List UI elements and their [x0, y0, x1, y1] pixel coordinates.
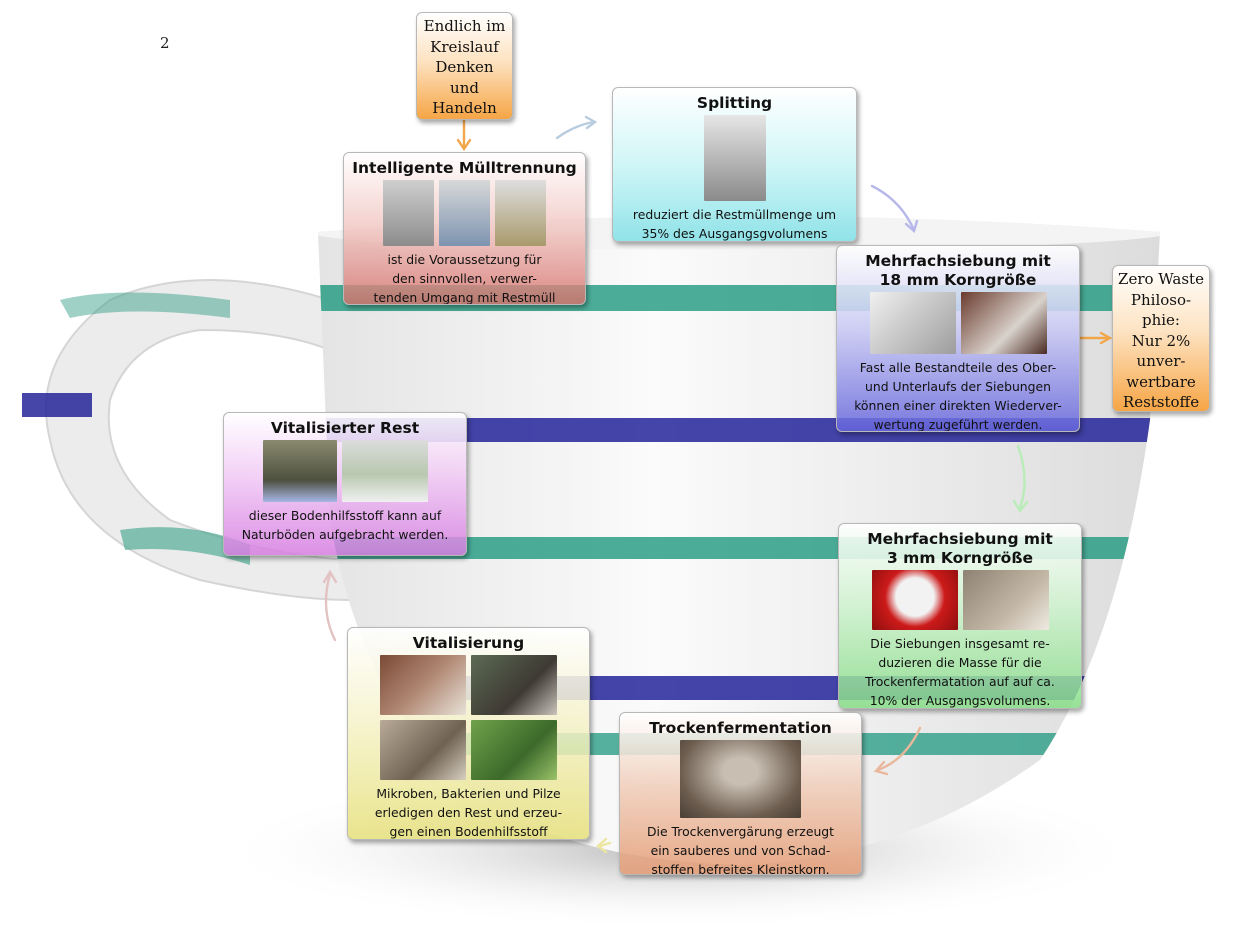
start-note-line: Kreislauf — [430, 37, 499, 56]
step-images — [839, 570, 1081, 630]
step-text-line: Trockenfermatation auf auf ca. — [865, 674, 1055, 689]
step-images — [344, 180, 585, 246]
start-note-line: Endlich im — [423, 17, 506, 35]
red-bowl-photo — [871, 570, 958, 630]
end-note-line: Nur 2% — [1131, 331, 1191, 350]
step-title-line: 3 mm Korngröße — [887, 549, 1033, 567]
waste-bin-photo — [383, 180, 434, 246]
step-text-line: Mikroben, Bakterien und Pilze — [376, 786, 561, 801]
step-title: Mehrfachsiebung mit 18 mm Korngröße — [841, 252, 1075, 290]
fine-grain-photo — [962, 570, 1049, 630]
step-title: Intelligente Mülltrennung — [352, 159, 577, 177]
roots-photo — [380, 655, 466, 715]
step-text-line: Die Siebungen insgesamt re- — [870, 636, 1050, 651]
step-images — [613, 115, 856, 201]
fermentation-soil-photo — [680, 740, 801, 818]
end-note-line: Philoso- — [1130, 290, 1192, 309]
end-note-line: Zero Waste — [1118, 270, 1204, 288]
soil-photo — [471, 655, 557, 715]
end-note-line: wertbare — [1126, 372, 1196, 391]
end-note: Zero Waste Philoso- phie: Nur 2% unver- … — [1112, 265, 1210, 412]
step-text-line: Fast alle Bestandteile des Ober- — [859, 360, 1057, 375]
step-text-line: ein sauberes und von Schad- — [650, 843, 831, 858]
step-text-line: Naturböden aufgebracht werden. — [241, 527, 449, 542]
step-splitting: Splitting reduziert die Restmüllmenge um… — [612, 87, 857, 242]
start-note-line: Handeln — [432, 99, 497, 117]
step-title-line: 18 mm Korngröße — [879, 271, 1037, 289]
step-vitalisierung: Vitalisierung Mikroben, Bakterien und Pi… — [347, 627, 590, 840]
step-text-line: dieser Bodenhilfsstoff kann auf — [248, 508, 442, 523]
step-title: Vitalisierung — [412, 634, 525, 652]
step-text-line: duzieren die Masse für die — [878, 655, 1042, 670]
step-title-line: Mehrfachsiebung mit — [867, 530, 1053, 548]
sieve-drum-photo — [869, 292, 956, 354]
step-title: Trockenfermentation — [649, 719, 832, 737]
step-images — [837, 292, 1079, 354]
step-title-line: Mehrfachsiebung mit — [865, 252, 1051, 270]
waste-bin-photo — [439, 180, 490, 246]
step-text-line: stoffen befreites Kleinstkorn. — [651, 862, 830, 875]
step-trockenfermentation: Trockenfermentation Die Trockenvergärung… — [619, 712, 862, 875]
step-text-line: Die Trockenvergärung erzeugt — [646, 824, 835, 839]
step-images — [620, 740, 861, 818]
step-vitalisierter-rest: Vitalisierter Rest dieser Bodenhilfsstof… — [223, 412, 467, 556]
step-siebung-18mm: Mehrfachsiebung mit 18 mm Korngröße Fast… — [836, 245, 1080, 432]
step-text-line: ist die Voraussetzung für — [387, 252, 542, 267]
step-text-line: erledigen den Rest und erzeu- — [374, 805, 563, 820]
end-note-line: unver- — [1136, 352, 1186, 370]
step-text-line: den sinnvollen, verwer- — [392, 271, 537, 286]
step-title: Splitting — [696, 94, 773, 112]
step-images — [224, 440, 466, 502]
mycelium-photo — [380, 720, 466, 780]
model-plant-photo — [341, 440, 428, 502]
plants-photo — [471, 720, 557, 780]
step-text-line: tenden Umgang mit Restmüll — [373, 290, 556, 305]
step-text-line: 35% des Ausgangsgvolumens — [641, 226, 828, 241]
step-text-line: wertung zugeführt werden. — [873, 417, 1043, 432]
step-title: Vitalisierter Rest — [270, 419, 420, 437]
step-siebung-3mm: Mehrfachsiebung mit 3 mm Korngröße Die S… — [838, 523, 1082, 709]
waste-bin-photo — [495, 180, 546, 246]
step-text-line: und Unterlaufs der Siebungen — [864, 379, 1052, 394]
end-note-line: Reststoffe — [1122, 393, 1200, 411]
step-text-line: 10% der Ausgangsvolumens. — [869, 693, 1051, 708]
step-text-line: gen einen Bodenhilfsstoff — [389, 824, 548, 839]
splitting-machine-photo — [703, 115, 766, 201]
step-intelligente-muelltrennung: Intelligente Mülltrennung ist die Voraus… — [343, 152, 586, 305]
sieve-output-photo — [960, 292, 1047, 354]
end-note-line: phie: — [1142, 311, 1180, 329]
start-note: Endlich im Kreislauf Denken und Handeln — [416, 12, 513, 120]
start-note-line: und — [450, 78, 479, 97]
step-text-line: reduziert die Restmüllmenge um — [632, 207, 837, 222]
step-images — [379, 655, 559, 780]
page-number: 2 — [160, 34, 170, 52]
soil-product-photo — [262, 440, 337, 502]
step-title: Mehrfachsiebung mit 3 mm Korngröße — [843, 530, 1077, 568]
start-note-line: Denken — [435, 58, 494, 76]
step-text-line: können einer direkten Wiederver- — [854, 398, 1062, 413]
